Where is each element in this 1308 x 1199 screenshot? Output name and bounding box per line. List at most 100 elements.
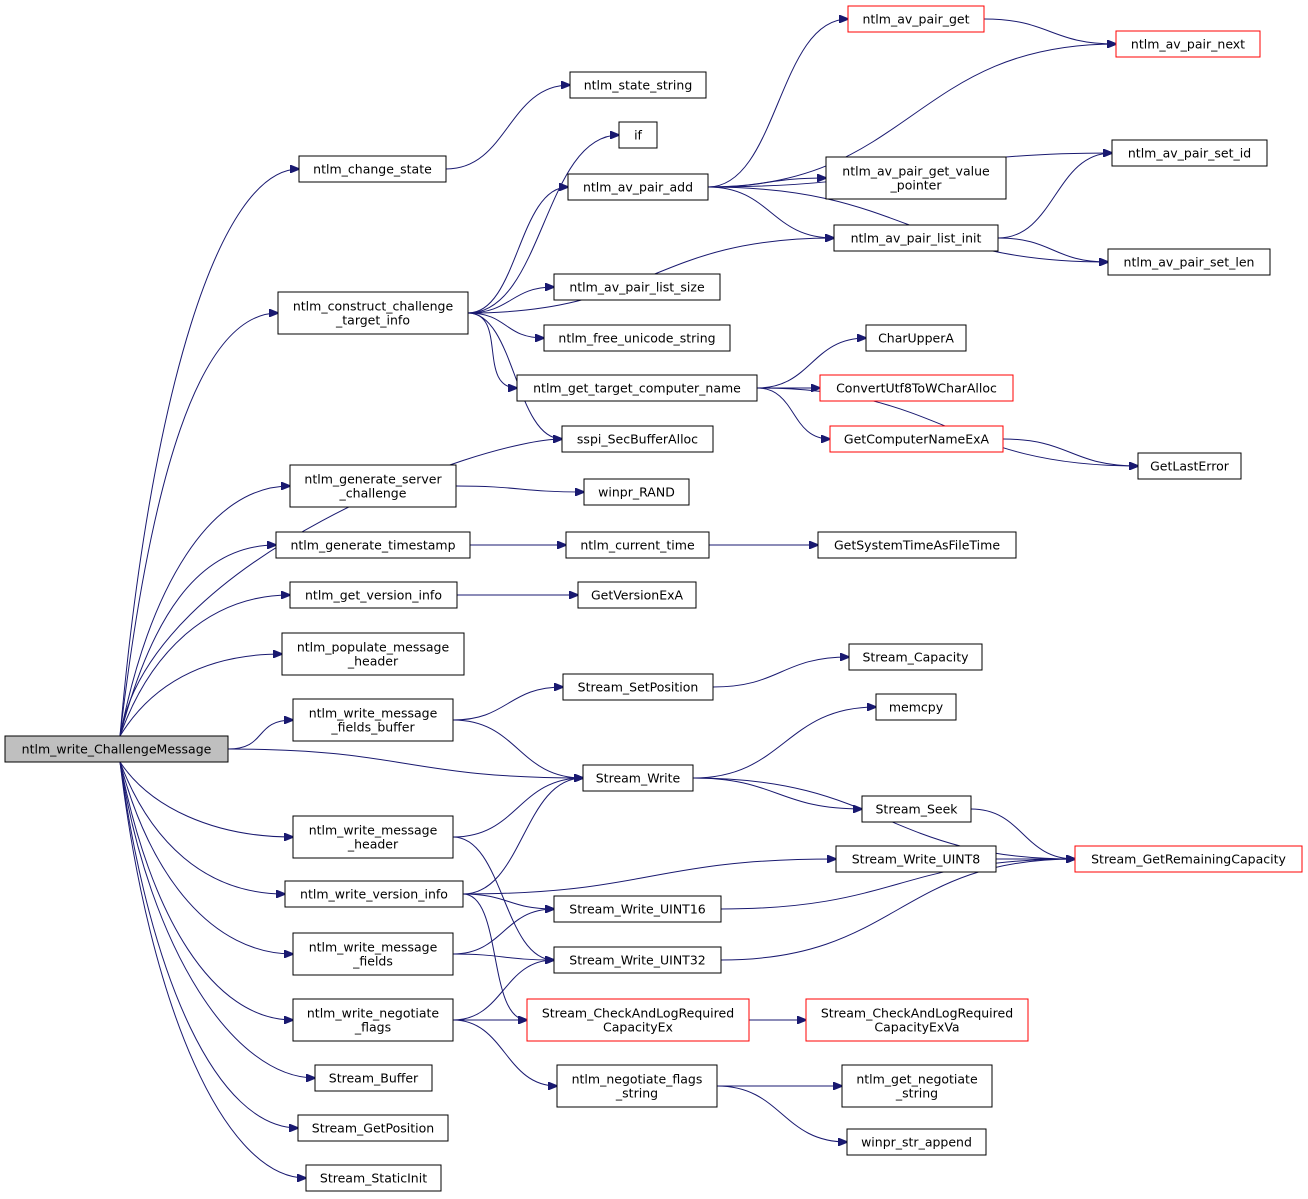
node-construct-challenge[interactable]: ntlm_construct_challenge_target_info — [277, 291, 469, 335]
node-box[interactable] — [618, 121, 658, 149]
node-stream-capacity[interactable]: Stream_Capacity — [848, 643, 983, 671]
node-box[interactable] — [829, 425, 1004, 453]
node-stream-write[interactable]: Stream_Write — [582, 764, 694, 792]
node-generate-timestamp[interactable]: ntlm_generate_timestamp — [275, 531, 471, 559]
node-box[interactable] — [847, 5, 985, 33]
node-box[interactable] — [805, 998, 1029, 1042]
node-box[interactable] — [275, 531, 471, 559]
node-box[interactable] — [292, 998, 454, 1042]
node-box[interactable] — [865, 324, 967, 352]
node-box[interactable] — [841, 1064, 993, 1108]
node-box[interactable] — [835, 845, 997, 873]
node-box[interactable] — [569, 71, 707, 99]
node-getlasterror[interactable]: GetLastError — [1137, 452, 1242, 480]
node-box[interactable] — [553, 946, 722, 974]
node-change-state[interactable]: ntlm_change_state — [298, 155, 447, 183]
node-box[interactable] — [292, 815, 454, 859]
node-av-pair-list-init[interactable]: ntlm_av_pair_list_init — [833, 224, 999, 252]
node-box[interactable] — [875, 693, 957, 721]
node-winpr-rand[interactable]: winpr_RAND — [583, 478, 690, 506]
node-sspi-secbufferalloc[interactable]: sspi_SecBufferAlloc — [561, 425, 714, 453]
node-get-negotiate-string[interactable]: ntlm_get_negotiate_string — [841, 1064, 993, 1108]
node-convertutf8towcharalloc[interactable]: ConvertUtf8ToWCharAlloc — [819, 374, 1014, 402]
node-box[interactable] — [846, 1128, 987, 1156]
node-stream-buffer[interactable]: Stream_Buffer — [314, 1064, 433, 1092]
node-av-pair-get-value-pointer[interactable]: ntlm_av_pair_get_value_pointer — [825, 156, 1007, 200]
node-box[interactable] — [577, 581, 697, 609]
node-stream-write-uint16[interactable]: Stream_Write_UINT16 — [553, 895, 722, 923]
node-box[interactable] — [833, 224, 999, 252]
node-if[interactable]: if — [618, 121, 658, 149]
node-box[interactable] — [284, 880, 464, 908]
node-write-message-fields[interactable]: ntlm_write_message_fields — [292, 932, 454, 976]
node-box[interactable] — [292, 932, 454, 976]
node-getversionexa[interactable]: GetVersionExA — [577, 581, 697, 609]
node-box[interactable] — [553, 895, 722, 923]
node-box[interactable] — [553, 273, 721, 301]
node-box[interactable] — [861, 795, 972, 823]
node-negotiate-flags-string[interactable]: ntlm_negotiate_flags_string — [556, 1064, 718, 1108]
node-box[interactable] — [583, 478, 690, 506]
node-current-time[interactable]: ntlm_current_time — [565, 531, 710, 559]
node-write-version-info[interactable]: ntlm_write_version_info — [284, 880, 464, 908]
node-getsystemtimeasfiletime[interactable]: GetSystemTimeAsFileTime — [817, 531, 1017, 559]
node-box[interactable] — [565, 531, 710, 559]
node-box[interactable] — [562, 673, 714, 701]
node-av-pair-set-id[interactable]: ntlm_av_pair_set_id — [1111, 139, 1268, 167]
node-write-message-fields-buffer[interactable]: ntlm_write_message_fields_buffer — [292, 698, 454, 742]
node-box[interactable] — [289, 581, 458, 609]
node-box[interactable] — [4, 735, 229, 763]
node-state-string[interactable]: ntlm_state_string — [569, 71, 707, 99]
node-av-pair-set-len[interactable]: ntlm_av_pair_set_len — [1107, 248, 1271, 276]
node-box[interactable] — [526, 998, 750, 1042]
node-box[interactable] — [819, 374, 1014, 402]
node-box[interactable] — [305, 1164, 442, 1192]
node-box[interactable] — [848, 643, 983, 671]
node-generate-server-challenge[interactable]: ntlm_generate_server_challenge — [289, 464, 457, 508]
node-write-negotiate-flags[interactable]: ntlm_write_negotiate_flags — [292, 998, 454, 1042]
node-stream-seek[interactable]: Stream_Seek — [861, 795, 972, 823]
node-root[interactable]: ntlm_write_ChallengeMessage — [4, 735, 229, 763]
node-box[interactable] — [567, 173, 709, 201]
node-box[interactable] — [292, 698, 454, 742]
node-av-pair-next[interactable]: ntlm_av_pair_next — [1115, 30, 1261, 58]
node-box[interactable] — [543, 324, 731, 352]
node-box[interactable] — [516, 374, 758, 402]
node-write-message-header[interactable]: ntlm_write_message_header — [292, 815, 454, 859]
node-charuppera[interactable]: CharUpperA — [865, 324, 967, 352]
node-stream-setposition[interactable]: Stream_SetPosition — [562, 673, 714, 701]
node-box[interactable] — [297, 1114, 449, 1142]
node-box[interactable] — [281, 632, 465, 676]
node-stream-write-uint32[interactable]: Stream_Write_UINT32 — [553, 946, 722, 974]
node-get-version-info[interactable]: ntlm_get_version_info — [289, 581, 458, 609]
node-box[interactable] — [1074, 845, 1303, 873]
node-box[interactable] — [1111, 139, 1268, 167]
node-box[interactable] — [582, 764, 694, 792]
node-getcomputernameexa[interactable]: GetComputerNameExA — [829, 425, 1004, 453]
node-populate-message-header[interactable]: ntlm_populate_message_header — [281, 632, 465, 676]
node-box[interactable] — [289, 464, 457, 508]
node-box[interactable] — [561, 425, 714, 453]
node-box[interactable] — [1115, 30, 1261, 58]
node-box[interactable] — [817, 531, 1017, 559]
node-stream-getremainingcapacity[interactable]: Stream_GetRemainingCapacity — [1074, 845, 1303, 873]
node-free-unicode-string[interactable]: ntlm_free_unicode_string — [543, 324, 731, 352]
node-box[interactable] — [556, 1064, 718, 1108]
node-av-pair-get[interactable]: ntlm_av_pair_get — [847, 5, 985, 33]
node-av-pair-add[interactable]: ntlm_av_pair_add — [567, 173, 709, 201]
node-box[interactable] — [277, 291, 469, 335]
node-box[interactable] — [1137, 452, 1242, 480]
node-box[interactable] — [314, 1064, 433, 1092]
node-memcpy[interactable]: memcpy — [875, 693, 957, 721]
node-winpr-str-append[interactable]: winpr_str_append — [846, 1128, 987, 1156]
node-box[interactable] — [825, 156, 1007, 200]
node-stream-write-uint8[interactable]: Stream_Write_UINT8 — [835, 845, 997, 873]
node-get-target-computer-name[interactable]: ntlm_get_target_computer_name — [516, 374, 758, 402]
node-av-pair-list-size[interactable]: ntlm_av_pair_list_size — [553, 273, 721, 301]
node-box[interactable] — [1107, 248, 1271, 276]
node-stream-getposition[interactable]: Stream_GetPosition — [297, 1114, 449, 1142]
node-box[interactable] — [298, 155, 447, 183]
node-stream-staticinit[interactable]: Stream_StaticInit — [305, 1164, 442, 1192]
